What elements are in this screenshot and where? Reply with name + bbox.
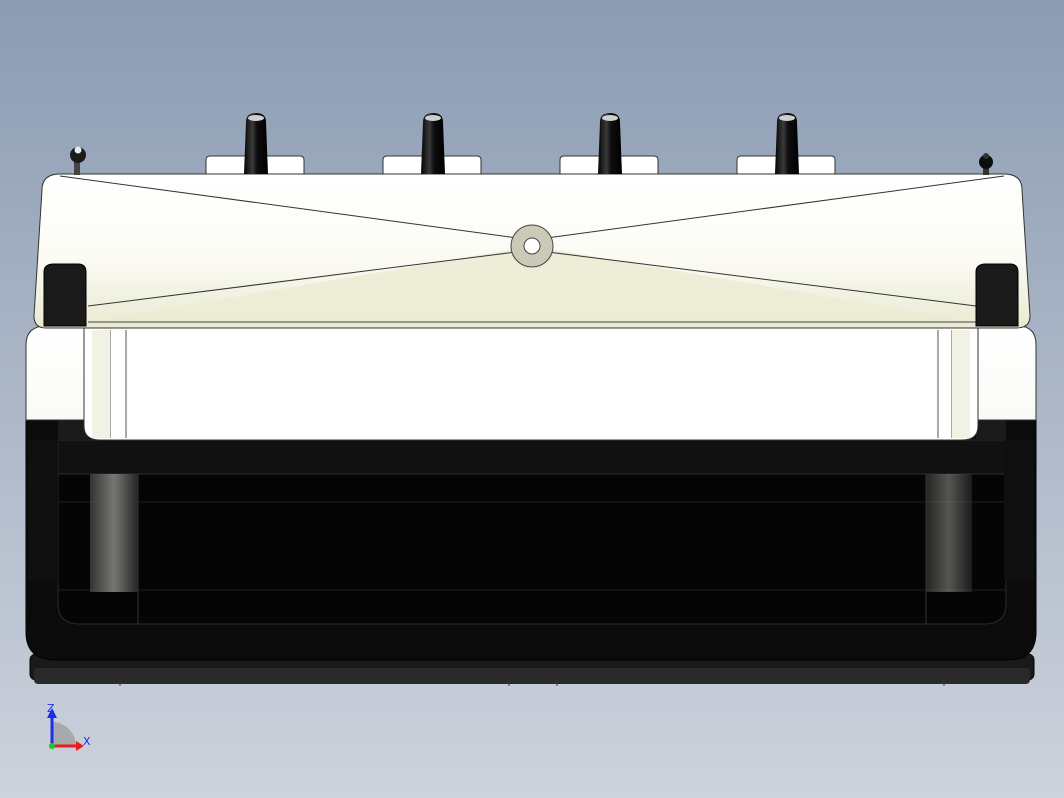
y-axis-dot bbox=[49, 743, 55, 749]
x-axis-arrow bbox=[76, 741, 84, 751]
front-panel bbox=[25, 325, 1037, 441]
right-pin bbox=[979, 153, 993, 175]
knobs bbox=[244, 113, 799, 174]
x-axis-label: X bbox=[83, 735, 91, 748]
corner-pins bbox=[70, 146, 993, 175]
right-latch bbox=[975, 263, 1019, 327]
screw-hole bbox=[523, 237, 541, 255]
orientation-triad[interactable]: Z X bbox=[47, 702, 91, 751]
knob-3 bbox=[598, 113, 622, 174]
lower-housing bbox=[25, 419, 1037, 661]
triad-plane-fill bbox=[52, 722, 76, 746]
knob-1 bbox=[244, 113, 268, 174]
top-lid bbox=[33, 173, 1031, 329]
knob-2 bbox=[421, 113, 445, 174]
left-pin bbox=[70, 146, 86, 175]
left-latch bbox=[43, 263, 87, 327]
z-axis-arrow bbox=[47, 708, 57, 718]
z-axis-label: Z bbox=[47, 702, 55, 715]
knob-4 bbox=[775, 113, 799, 174]
device-model[interactable] bbox=[25, 113, 1037, 686]
side-latches bbox=[43, 263, 1019, 327]
